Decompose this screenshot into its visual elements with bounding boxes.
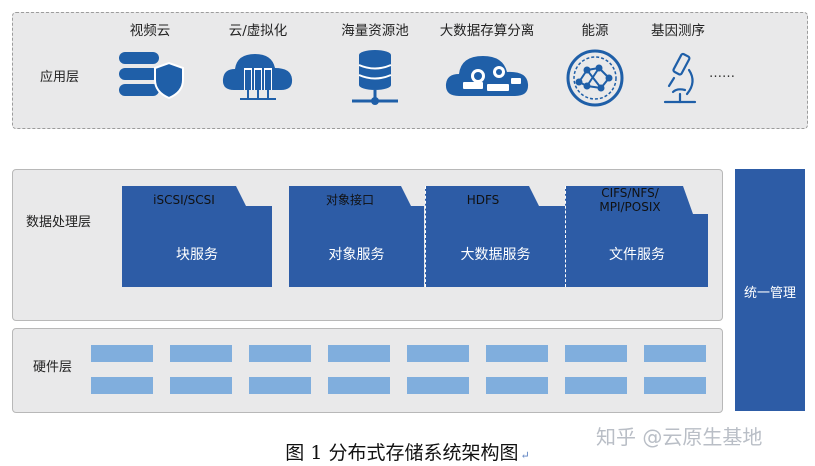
app-item-label: 大数据存算分离	[439, 23, 535, 39]
app-item-label: 海量资源池	[341, 23, 409, 39]
app-item-label: 视频云	[129, 23, 171, 39]
block-service-interface-label: iSCSI/SCSI	[153, 193, 215, 207]
hardware-layer-panel	[12, 328, 723, 413]
app-item-resource-pool: 海量资源池	[325, 22, 425, 108]
microscope-icon	[663, 52, 697, 104]
hardware-block	[328, 377, 390, 394]
hardware-block	[170, 345, 232, 362]
object-service-interface-label: 对象接口	[325, 193, 374, 207]
data-processing-layer-label: 数据处理层	[26, 215, 92, 230]
app-item-label: 基因测序	[651, 23, 705, 39]
hardware-block	[486, 345, 548, 362]
object-service-label: 对象服务	[328, 247, 385, 263]
file-service: CIFS/NFS/ MPI/POSIX 文件服务	[565, 186, 708, 287]
figure-caption-text: 图 1 分布式存储系统架构图	[285, 442, 519, 464]
figure-caption: 图 1 分布式存储系统架构图↵	[0, 438, 815, 465]
app-item-label: 云/虚拟化	[228, 23, 288, 39]
hardware-block	[407, 377, 469, 394]
big-data-service-interface-label: HDFS	[466, 193, 500, 207]
hardware-block	[249, 345, 311, 362]
hardware-block	[407, 345, 469, 362]
cloud-data-icon	[445, 56, 529, 96]
watermark: 知乎 @云原生基地	[596, 425, 763, 449]
app-item-video-cloud: 视频云	[100, 22, 200, 104]
network-globe-icon	[566, 49, 624, 107]
app-item-big-data-separation: 大数据存算分离	[437, 22, 537, 104]
file-service-label: 文件服务	[609, 247, 665, 263]
more-items-ellipsis: ……	[709, 66, 735, 81]
app-item-cloud-virtualization: 云/虚拟化	[208, 22, 308, 104]
hardware-block	[565, 377, 627, 394]
application-layer-label: 应用层	[40, 70, 80, 85]
unified-management-panel: 统一管理	[735, 169, 805, 411]
hardware-block	[91, 377, 153, 394]
database-network-icon	[352, 50, 398, 105]
cloud-server-icon	[222, 54, 293, 100]
file-service-interface-label-line2: MPI/POSIX	[599, 200, 661, 214]
block-service-label: 块服务	[176, 247, 218, 263]
hardware-block	[249, 377, 311, 394]
hardware-layer-label: 硬件层	[33, 360, 73, 375]
database-shield-icon	[119, 52, 184, 100]
hardware-block	[565, 345, 627, 362]
file-service-interface-label-line1: CIFS/NFS/	[601, 186, 659, 200]
hardware-block	[328, 345, 390, 362]
hardware-block	[170, 377, 232, 394]
hardware-block	[91, 345, 153, 362]
object-service: 对象接口 对象服务	[289, 186, 424, 287]
return-mark-icon: ↵	[520, 449, 530, 462]
big-data-service-label: 大数据服务	[460, 247, 531, 263]
unified-management-label: 统一管理	[743, 286, 796, 301]
app-item-energy: 能源	[545, 22, 645, 108]
hardware-block	[644, 377, 706, 394]
hardware-block	[644, 345, 706, 362]
app-item-label: 能源	[581, 23, 609, 39]
app-item-gene-sequencing: 基因测序	[628, 22, 728, 108]
hardware-block	[486, 377, 548, 394]
